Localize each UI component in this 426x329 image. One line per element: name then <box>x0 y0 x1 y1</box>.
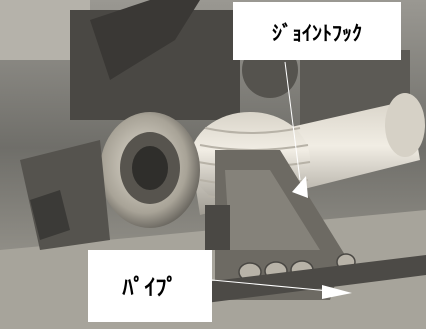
joint-hook-arrow <box>292 176 308 198</box>
pipe-end <box>385 93 425 157</box>
joint-hook-label: ｼﾞｮｲﾝﾄﾌｯｸ <box>233 2 401 60</box>
pipe-label: ﾊﾟｲﾌﾟ <box>88 250 212 322</box>
joint-hook-leader <box>284 61 301 181</box>
clamp-plate-face <box>225 170 320 250</box>
floor-rail <box>180 255 426 305</box>
pipe-leader <box>211 279 341 293</box>
left-bracket-shadow <box>30 190 70 240</box>
pipe-arrow <box>322 285 352 299</box>
coupling-core <box>132 146 168 190</box>
machine-arm <box>90 0 200 80</box>
clamp-block <box>205 205 230 250</box>
